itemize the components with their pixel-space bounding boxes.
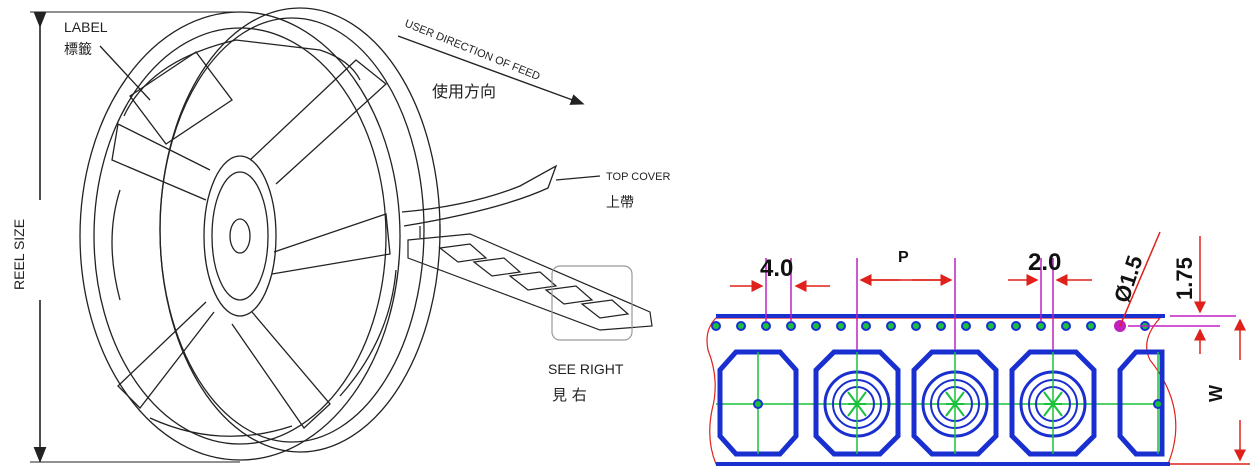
direction-cn: 使用方向 bbox=[432, 82, 496, 101]
dim-hole-to-pocket-label: 2.0 bbox=[1028, 249, 1061, 276]
tape-detail: 4.0 P 2.0 Ø1.5 1.75 bbox=[706, 231, 1250, 466]
label-area bbox=[99, 45, 233, 145]
carrier-tape-strip bbox=[407, 224, 653, 331]
pocket-right-partial bbox=[1117, 349, 1165, 457]
dim-hole-diameter-leader bbox=[1119, 231, 1161, 327]
see-right-cn: 見 右 bbox=[552, 386, 587, 404]
label-en: LABEL bbox=[64, 19, 108, 35]
pocket-1 bbox=[813, 349, 901, 457]
label-cn: 標籤 bbox=[64, 42, 92, 58]
dim-width-label: W bbox=[1206, 385, 1226, 402]
see-right-en: SEE RIGHT bbox=[548, 361, 624, 377]
feed-arrow bbox=[397, 35, 585, 105]
pocket-2 bbox=[911, 349, 999, 457]
dim-pocket-pitch bbox=[856, 258, 956, 350]
dim-pocket-pitch-label: P bbox=[898, 249, 909, 266]
dim-sprocket-pitch-label: 4.0 bbox=[760, 255, 793, 282]
pocket-3 bbox=[1009, 349, 1097, 457]
see-right-callout-box bbox=[551, 265, 633, 341]
top-cover-cn: 上帶 bbox=[606, 195, 634, 211]
reel-size-label: REEL SIZE bbox=[11, 219, 27, 290]
dim-hole-diameter-label: Ø1.5 bbox=[1109, 252, 1148, 305]
reel-drawing bbox=[79, 7, 441, 461]
top-cover-en: TOP COVER bbox=[606, 171, 670, 183]
top-cover-tape bbox=[401, 164, 601, 227]
dim-edge-to-hole-label: 1.75 bbox=[1172, 257, 1197, 300]
reel-size-dimension bbox=[30, 11, 240, 463]
dim-sprocket-pitch bbox=[730, 258, 830, 322]
dim-hole-to-pocket bbox=[1008, 258, 1092, 350]
pocket-left-partial bbox=[717, 349, 799, 457]
tape-outline bbox=[706, 317, 1177, 465]
dim-width bbox=[1170, 318, 1250, 465]
direction-en: USER DIRECTION OF FEED bbox=[403, 18, 542, 83]
dim-edge-to-hole bbox=[1170, 236, 1236, 354]
